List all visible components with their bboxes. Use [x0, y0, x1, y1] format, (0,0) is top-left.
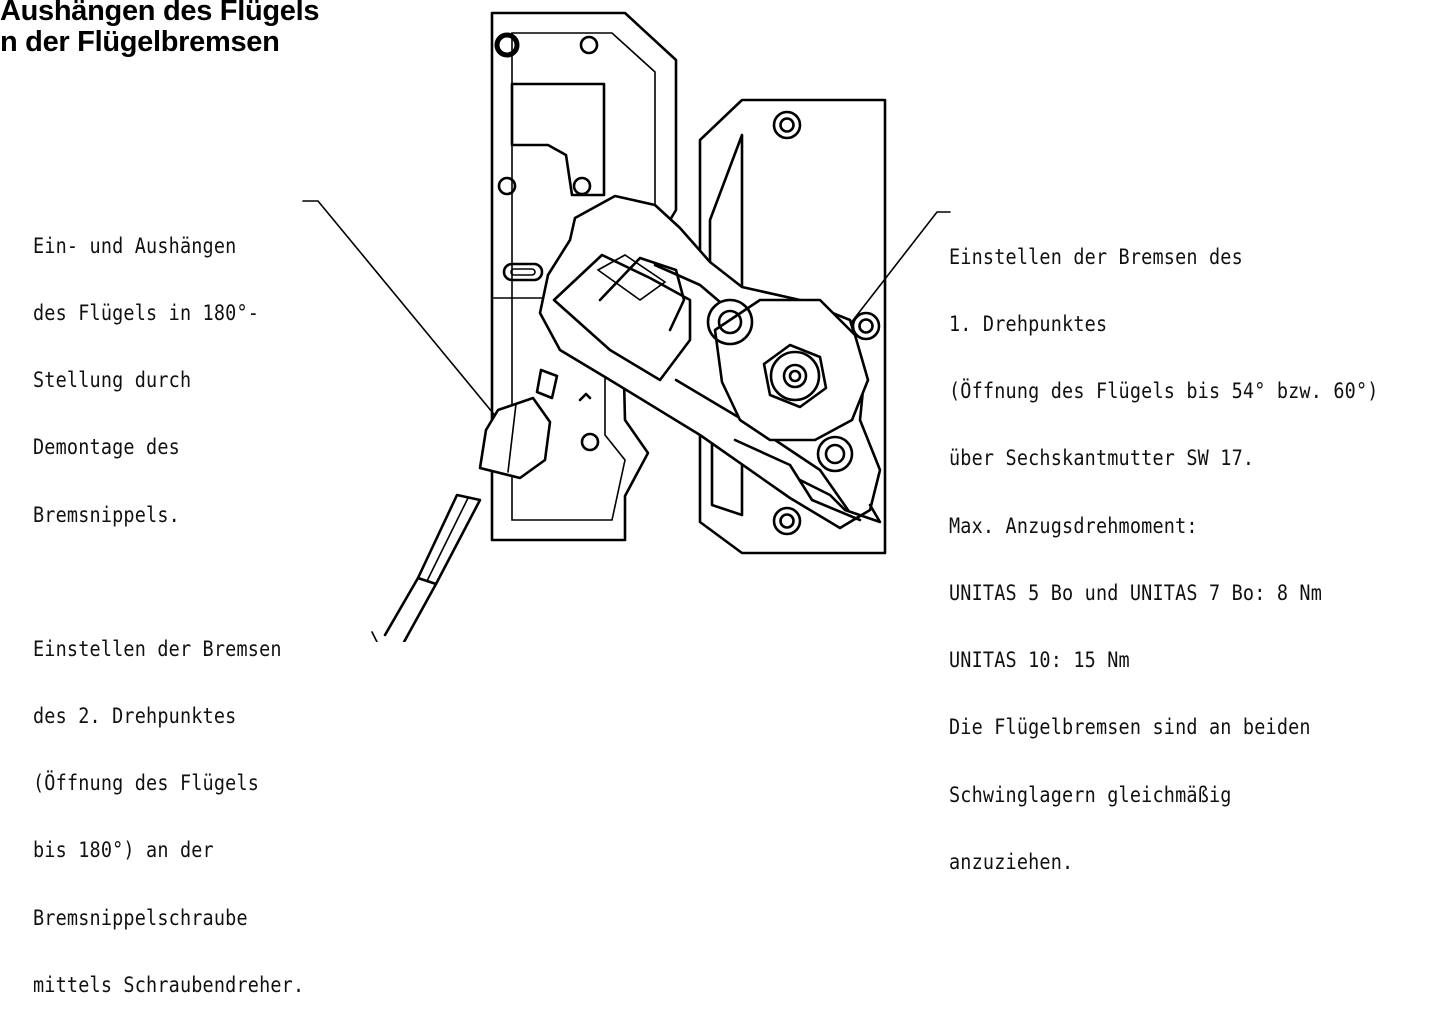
- right-note-line: über Sechskantmutter SW 17.: [949, 446, 1255, 472]
- frame-slot-inner: [510, 268, 536, 276]
- frame-hole-top-left: [494, 32, 520, 58]
- screwdriver-blade: [416, 493, 482, 586]
- right-note-line: (Öffnung des Flügels bis 54° bzw. 60°): [949, 379, 1379, 405]
- right-note-line: Einstellen der Bremsen des: [949, 244, 1243, 270]
- left-note-line: Demontage des: [33, 435, 180, 461]
- arm-bottom-rail: [733, 438, 862, 522]
- arm-lower-edge: [674, 378, 850, 512]
- left-note-line: Stellung durch: [33, 368, 192, 394]
- frame-hole-mid-left: [497, 176, 517, 196]
- sash-bolt-right-inner: [858, 318, 874, 334]
- arm-inner-rib: [598, 256, 686, 332]
- page-title: Aushängen des Flügels n der Flügelbremse…: [0, 0, 320, 58]
- frame-bracket-mark: [578, 392, 592, 402]
- brake-arm-assembly: [538, 194, 882, 530]
- left-note-line: Ein- und Aushängen: [33, 233, 237, 259]
- sash-bolt-top: [772, 110, 802, 140]
- nut-bore: [782, 363, 808, 389]
- screwdriver-blade-ridge: [426, 497, 469, 582]
- arm-top-edge: [653, 263, 722, 304]
- left-note-line: Einstellen der Bremsen: [33, 636, 282, 662]
- left-note-line: mittels Schraubendreher.: [33, 972, 305, 998]
- left-note-line: (Öffnung des Flügels: [33, 771, 260, 797]
- frame-hole-top-right: [579, 35, 599, 55]
- lower-pivot: [816, 435, 854, 473]
- left-note-line: bis 180°) an der: [33, 838, 214, 864]
- frame-hole-bottom: [580, 432, 600, 452]
- nipple-edge: [507, 403, 517, 473]
- hinge-drawing: [302, 11, 951, 642]
- right-note-line: UNITAS 5 Bo und UNITAS 7 Bo: 8 Nm: [949, 580, 1323, 606]
- right-note-line: Die Flügelbremsen sind an beiden: [949, 715, 1311, 741]
- left-note-line: Bremsnippelschraube: [33, 905, 248, 931]
- nipple-tip: [535, 368, 559, 400]
- brake-plate-eye-hole: [717, 309, 743, 335]
- sash-outline: [698, 98, 887, 555]
- right-note-line: anzuziehen.: [949, 849, 1074, 875]
- nut-center: [788, 369, 802, 383]
- lower-pivot-hole: [824, 443, 846, 465]
- nut-washer: [769, 350, 821, 402]
- sash-bolt-bottom-inner: [779, 513, 795, 529]
- screwdriver-shaft: [383, 576, 438, 642]
- brake-plate: [713, 298, 870, 442]
- leader-line-left: [302, 200, 522, 448]
- brake-nipple: [478, 368, 559, 480]
- title-line-2: n der Flügelbremsen: [0, 26, 280, 58]
- title-line-1: Aushängen des Flügels: [0, 0, 320, 27]
- arm-pocket: [552, 253, 692, 382]
- screwdriver: [371, 493, 482, 642]
- right-note-line: UNITAS 10: 15 Nm: [949, 648, 1130, 674]
- frame-recess: [510, 82, 606, 197]
- nipple-body: [478, 396, 552, 480]
- brake-plate-eye: [706, 298, 754, 346]
- arm-tip: [798, 478, 882, 524]
- sash-bolt-top-inner: [779, 117, 795, 133]
- right-note-line: Schwinglagern gleichmäßig: [949, 782, 1232, 808]
- frame-slot: [502, 262, 544, 282]
- right-note-line: 1. Drehpunktes: [949, 312, 1108, 338]
- left-note-line: des 2. Drehpunktes: [33, 703, 237, 729]
- frame-hole-mid-right: [572, 176, 592, 196]
- left-note-line: Bremsnippels.: [33, 502, 180, 528]
- sash-bolt-right: [851, 311, 881, 341]
- screwdriver-mark: [371, 631, 378, 642]
- arm-pocket-detail: [596, 254, 667, 301]
- hex-nut: [762, 343, 828, 409]
- arm-body: [538, 194, 882, 530]
- right-note-line: Max. Anzugsdrehmoment:: [949, 513, 1198, 539]
- sash-bolt-bottom: [772, 506, 802, 536]
- left-note-line: des Flügels in 180°-: [33, 301, 260, 327]
